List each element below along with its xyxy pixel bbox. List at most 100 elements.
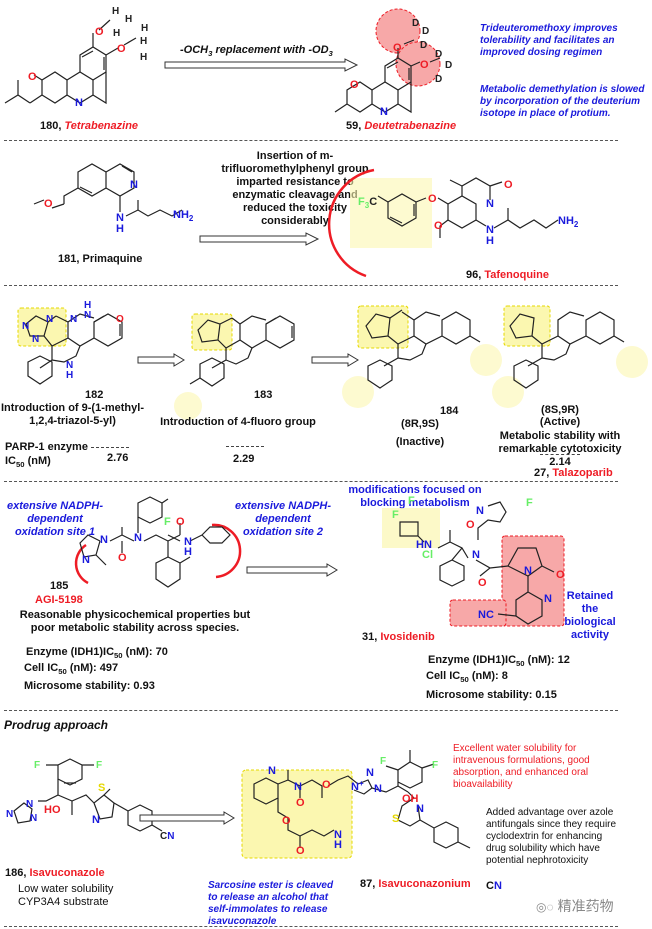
- svg-text:O: O: [296, 797, 305, 809]
- section-divider: [4, 926, 618, 927]
- svg-text:O: O: [176, 516, 185, 528]
- compound-182-caption: Introduction of 9-(1-methyl- 1,2,4-triaz…: [1, 402, 144, 427]
- cell-ic50: Cell IC50 (nM): 8: [426, 670, 508, 685]
- arrow-label: -OCH3 replacement with -OD3: [180, 44, 333, 59]
- ivosidenib-structure: F F HN O N Cl N F O N O N NC: [382, 495, 565, 627]
- svg-text:O: O: [556, 569, 565, 581]
- svg-text:N: N: [134, 532, 142, 544]
- svg-text:F: F: [96, 760, 102, 771]
- dash-separator: [226, 446, 264, 447]
- svg-text:NH2: NH2: [173, 209, 194, 223]
- atom-d: D: [422, 26, 429, 37]
- svg-text:N: N: [334, 829, 342, 841]
- isavuconazonium-structure: N N O O O O N H N+ N N F F OH S N: [241, 750, 471, 859]
- svg-text:N: N: [486, 224, 494, 236]
- atom-o: O: [28, 71, 37, 83]
- enzyme-ic50: Enzyme (IDH1)IC50 (nM): 12: [428, 654, 570, 669]
- cleavage-note: Sarcosine ester is cleaved to release an…: [208, 880, 334, 927]
- wechat-icon: ◎◌: [536, 900, 554, 914]
- atom-o: O: [393, 42, 402, 54]
- atom-h: H: [125, 14, 132, 25]
- compound-name: Tetrabenazine: [64, 120, 139, 132]
- compound-180-label: 180, Tetrabenazine: [40, 120, 139, 132]
- svg-text:O: O: [322, 779, 331, 791]
- compound-183-structure: [174, 313, 295, 420]
- svg-text:N: N: [66, 360, 73, 371]
- atom-n: N: [380, 106, 388, 118]
- compound-number: 182: [85, 389, 104, 401]
- section-divider: [4, 710, 618, 711]
- svg-text:HN: HN: [416, 539, 432, 551]
- svg-text:O: O: [282, 815, 291, 827]
- atom-o: O: [420, 59, 429, 71]
- svg-text:N: N: [6, 809, 13, 820]
- atom-d: D: [435, 49, 442, 60]
- compound-186-label: 186, Isavuconazole: [5, 867, 105, 879]
- watermark: ◎◌精准药物: [536, 898, 614, 914]
- modifications-note: modifications focused on blocking metabo…: [348, 484, 482, 509]
- atom-h: H: [141, 23, 148, 34]
- assay-label: PARP-1 enzyme: [5, 441, 129, 454]
- compound-181-label: 181, Primaquine: [58, 253, 143, 265]
- ic50-value: 2.29: [233, 453, 255, 465]
- svg-text:N: N: [92, 814, 100, 826]
- svg-text:F: F: [408, 495, 415, 507]
- svg-text:N: N: [486, 198, 494, 210]
- svg-text:Cl: Cl: [422, 549, 433, 561]
- stereo-label: (8S,9R): [541, 404, 579, 416]
- microsome-stability: Microsome stability: 0.93: [24, 680, 155, 692]
- atom-o: O: [95, 26, 104, 38]
- primaquine-structure: O N N H NH2: [33, 163, 194, 235]
- svg-text:NH2: NH2: [558, 215, 579, 229]
- svg-text:NC: NC: [478, 609, 494, 621]
- section-divider: [4, 481, 618, 482]
- deutetrabenazine-structure: O N O O D D D D D D: [334, 8, 452, 118]
- svg-text:H: H: [84, 300, 91, 311]
- svg-text:O: O: [466, 519, 475, 531]
- reaction-arrow: [137, 353, 185, 367]
- svg-text:N: N: [46, 314, 53, 325]
- assay-unit-label: IC50 (nM): [5, 455, 51, 470]
- compound-name: AGI-5198: [35, 594, 83, 606]
- talazoparib-caption: Metabolic stability with remarkable cyto…: [498, 430, 622, 455]
- atom-d: D: [412, 18, 419, 29]
- compound-number: 184: [440, 405, 459, 417]
- svg-text:N: N: [374, 783, 382, 795]
- compound-59-label: 59, Deutetrabenazine: [346, 120, 457, 132]
- svg-text:F: F: [164, 516, 171, 528]
- svg-text:O: O: [434, 220, 443, 232]
- solubility-note: Excellent water solubility for intraveno…: [453, 743, 590, 790]
- svg-text:HO: HO: [44, 804, 61, 816]
- svg-text:S: S: [98, 782, 105, 794]
- svg-text:N: N: [544, 593, 552, 605]
- ic50-value: 2.14: [540, 454, 580, 469]
- reaction-arrow: [199, 232, 320, 246]
- svg-text:O: O: [504, 179, 513, 191]
- compound-96-label: 96, Tafenoquine: [466, 269, 549, 281]
- tetrabenazine-atoms: O N O O H H H H H H: [28, 6, 148, 109]
- section-divider: [4, 140, 618, 141]
- oxidation-site-1-note: extensive NADPH- dependent oxidation sit…: [7, 500, 103, 538]
- compound-number: 180: [40, 120, 59, 132]
- svg-text:N: N: [84, 310, 91, 321]
- svg-text:O: O: [478, 577, 487, 589]
- talazoparib-structure: [492, 305, 648, 408]
- atom-d: D: [445, 60, 452, 71]
- svg-text:CN: CN: [160, 831, 174, 842]
- oxidation-site-2-note: extensive NADPH- dependent oxidation sit…: [235, 500, 331, 538]
- svg-text:OH: OH: [402, 793, 419, 805]
- retained-activity-note: Retained the biological activity: [564, 590, 616, 641]
- svg-text:S: S: [392, 813, 399, 825]
- svg-text:F3C: F3C: [358, 196, 377, 210]
- svg-text:N: N: [472, 549, 480, 561]
- svg-text:N: N: [184, 536, 192, 548]
- compound-184-structure: [342, 305, 502, 408]
- compound-182-structure: N N N N N H O N H: [17, 300, 124, 385]
- svg-text:N: N: [26, 799, 33, 810]
- deuteration-note-2: Metabolic demethylation is slowed by inc…: [480, 84, 645, 119]
- cn-group: CN: [486, 880, 502, 892]
- svg-text:F: F: [526, 497, 533, 509]
- svg-text:N: N: [294, 781, 302, 793]
- svg-text:H: H: [334, 839, 342, 851]
- cell-ic50: Cell IC50 (nM): 497: [24, 662, 119, 677]
